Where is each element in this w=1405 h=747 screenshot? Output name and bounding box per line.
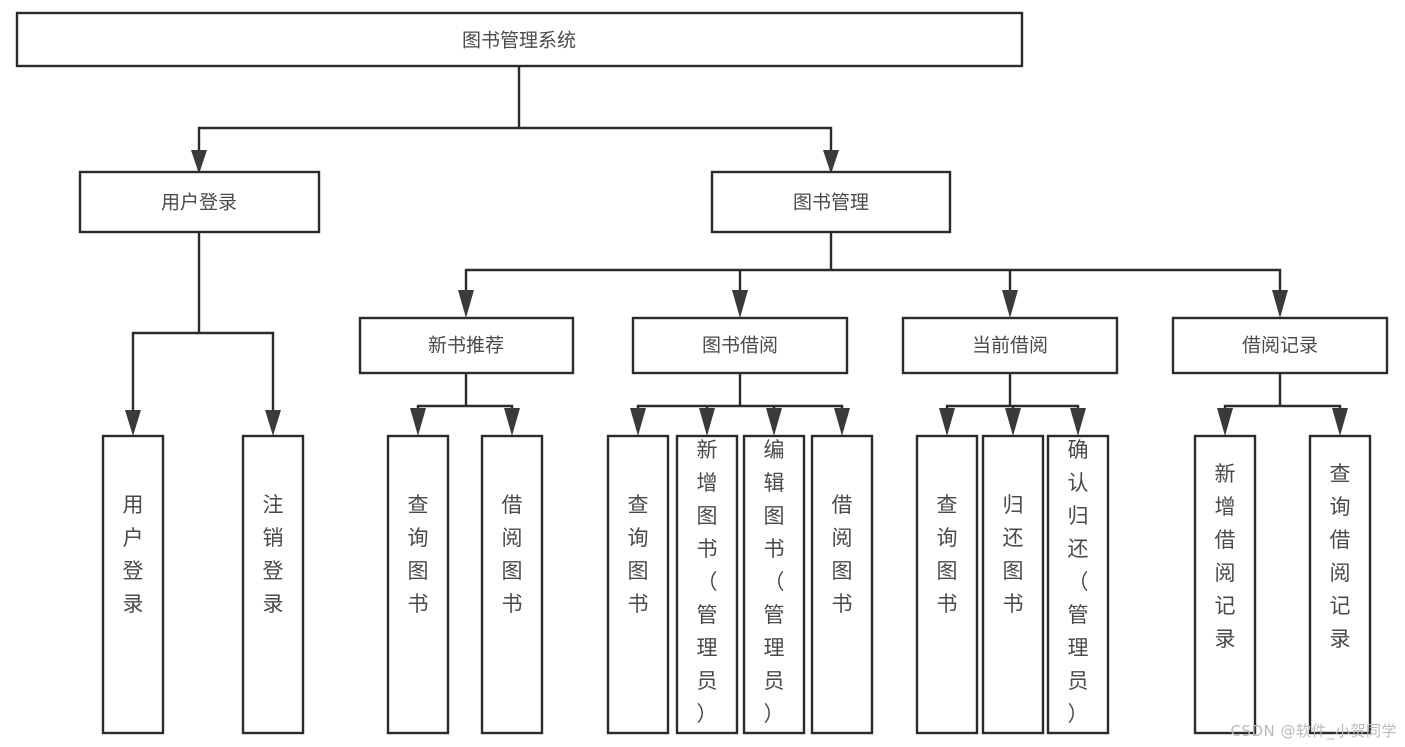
node-leaf-return-book[interactable]: 归还图书 (981, 434, 1045, 735)
arrow-to-leaf-edit-book (766, 408, 782, 436)
node-leaf-query-book-2-label: 查询图书 (628, 493, 649, 616)
edge-book-borrow-trunk (636, 371, 844, 414)
node-leaf-confirm-return-box[interactable] (1046, 434, 1110, 735)
edge-borrow-record-trunk (1223, 371, 1342, 414)
node-leaf-query-book-2-box[interactable] (606, 434, 670, 735)
node-borrow-record[interactable]: 借阅记录 (1171, 316, 1389, 375)
arrow-to-leaf-confirm-return (1070, 408, 1086, 436)
node-current-borrow-box[interactable] (901, 316, 1119, 375)
node-root-label: 图书管理系统 (462, 30, 576, 52)
node-leaf-borrow-book-1[interactable]: 借阅图书 (480, 434, 544, 735)
node-leaf-edit-book[interactable]: 编辑图书（管理员） (742, 434, 806, 735)
node-book-borrow-box[interactable] (631, 316, 849, 375)
node-leaf-add-book[interactable]: 新增图书（管理员） (675, 434, 739, 735)
node-leaf-add-record-label: 新增借阅记录 (1215, 462, 1236, 651)
edge-root-trunk (197, 64, 833, 164)
arrow-to-leaf-query-record (1332, 408, 1348, 436)
node-root-box[interactable] (15, 11, 1024, 68)
node-leaf-query-book-3[interactable]: 查询图书 (915, 434, 979, 735)
arrow-to-borrow-record (1272, 290, 1288, 318)
arrow-to-leaf-query-book-3 (939, 408, 955, 436)
node-leaf-add-book-label: 新增图书（管理员） (697, 438, 718, 726)
node-new-book-rec-box[interactable] (358, 316, 575, 375)
node-book-manage[interactable]: 图书管理 (710, 170, 952, 234)
node-leaf-query-book-3-box[interactable] (915, 434, 979, 735)
arrow-to-leaf-borrow-book-1 (504, 408, 520, 436)
connector-layer (125, 64, 1348, 436)
node-book-borrow-label: 图书借阅 (702, 335, 778, 357)
node-book-manage-label: 图书管理 (793, 192, 869, 214)
edge-book-manage-trunk (464, 230, 1282, 294)
node-leaf-user-login[interactable]: 用户登录 (101, 434, 165, 735)
arrow-to-current-borrow (1002, 290, 1018, 318)
arrow-to-leaf-query-book-1 (410, 408, 426, 436)
arrow-to-leaf-query-book-2 (630, 408, 646, 436)
node-leaf-borrow-book-2-box[interactable] (810, 434, 874, 735)
node-leaf-query-record[interactable]: 查询借阅记录 (1308, 434, 1372, 735)
node-root[interactable]: 图书管理系统 (15, 11, 1024, 68)
node-leaf-user-login-label: 用户登录 (123, 493, 144, 616)
node-book-borrow[interactable]: 图书借阅 (631, 316, 849, 375)
node-leaf-user-logout-box[interactable] (241, 434, 305, 735)
node-user-login[interactable]: 用户登录 (78, 170, 321, 234)
node-leaf-user-login-box[interactable] (101, 434, 165, 735)
node-leaf-return-book-label: 归还图书 (1003, 493, 1024, 616)
node-leaf-query-book-1-box[interactable] (386, 434, 450, 735)
node-leaf-query-record-box[interactable] (1308, 434, 1372, 735)
node-leaf-add-record-box[interactable] (1193, 434, 1257, 735)
node-user-login-label: 用户登录 (161, 192, 237, 214)
arrow-to-new-book-rec (458, 290, 474, 318)
node-leaf-edit-book-box[interactable] (742, 434, 806, 735)
node-leaf-add-record[interactable]: 新增借阅记录 (1193, 434, 1257, 735)
node-leaf-user-logout-label: 注销登录 (263, 493, 284, 616)
node-leaf-user-logout[interactable]: 注销登录 (241, 434, 305, 735)
node-leaf-borrow-book-1-label: 借阅图书 (502, 493, 523, 616)
node-leaf-borrow-book-2[interactable]: 借阅图书 (810, 434, 874, 735)
node-leaf-borrow-book-2-label: 借阅图书 (832, 493, 853, 616)
node-borrow-record-label: 借阅记录 (1242, 335, 1318, 357)
node-current-borrow[interactable]: 当前借阅 (901, 316, 1119, 375)
node-leaf-query-book-3-label: 查询图书 (937, 493, 958, 616)
arrow-to-user-login (191, 150, 207, 174)
node-leaf-query-book-1-label: 查询图书 (408, 493, 429, 616)
node-leaf-query-record-label: 查询借阅记录 (1330, 462, 1351, 651)
node-leaf-confirm-return-label: 确认归还（管理员） (1068, 438, 1089, 726)
arrow-to-book-manage (823, 150, 839, 174)
node-user-login-box[interactable] (78, 170, 321, 234)
node-book-manage-box[interactable] (710, 170, 952, 234)
node-new-book-rec[interactable]: 新书推荐 (358, 316, 575, 375)
node-leaf-query-book-1[interactable]: 查询图书 (386, 434, 450, 735)
arrow-to-leaf-borrow-book-2 (834, 408, 850, 436)
arrow-to-leaf-add-book (699, 408, 715, 436)
arrow-to-leaf-user-logout (265, 410, 281, 436)
node-leaf-add-book-box[interactable] (675, 434, 739, 735)
arrow-to-leaf-add-record (1217, 408, 1233, 436)
arrow-to-leaf-user-login (125, 410, 141, 436)
arrow-to-book-borrow (732, 290, 748, 318)
node-new-book-rec-label: 新书推荐 (428, 335, 504, 357)
node-leaf-query-book-2[interactable]: 查询图书 (606, 434, 670, 735)
edge-current-borrow-trunk (945, 371, 1080, 414)
node-current-borrow-label: 当前借阅 (972, 335, 1048, 357)
node-leaf-return-book-box[interactable] (981, 434, 1045, 735)
edge-user-login-trunk (131, 230, 275, 416)
node-borrow-record-box[interactable] (1171, 316, 1389, 375)
node-leaf-confirm-return[interactable]: 确认归还（管理员） (1046, 434, 1110, 735)
node-leaf-edit-book-label: 编辑图书（管理员） (764, 438, 785, 726)
node-leaf-borrow-book-1-box[interactable] (480, 434, 544, 735)
edge-new-book-rec-trunk (416, 371, 514, 414)
arrow-to-leaf-return-book (1005, 408, 1021, 436)
